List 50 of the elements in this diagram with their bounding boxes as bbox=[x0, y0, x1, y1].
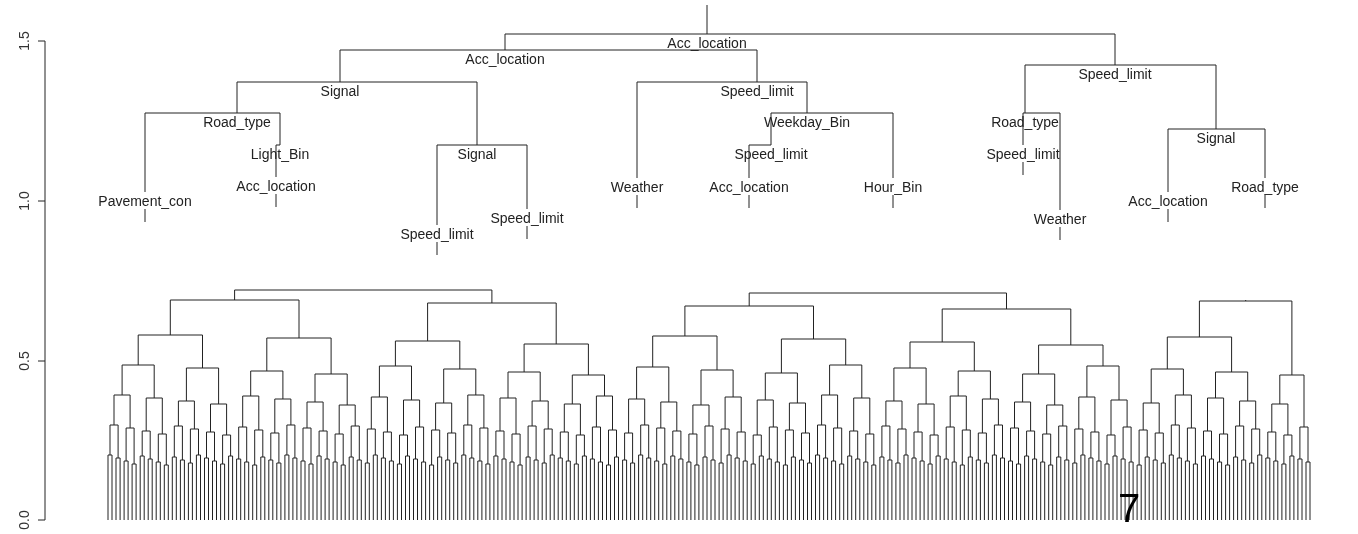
split-label: Light_Bin bbox=[250, 146, 310, 162]
split-label: Road_type bbox=[1231, 179, 1299, 195]
split-label: Speed_limit bbox=[734, 146, 808, 162]
split-label: Speed_limit bbox=[400, 226, 474, 242]
dendrogram-branch bbox=[339, 49, 506, 83]
split-label: Road_type bbox=[203, 114, 271, 130]
dendrogram-branch bbox=[1022, 112, 1026, 146]
split-label: Speed_limit bbox=[1078, 66, 1152, 82]
split-label: Acc_location bbox=[236, 178, 316, 194]
split-label: Weather bbox=[610, 179, 664, 195]
split-label: Hour_Bin bbox=[863, 179, 923, 195]
split-label: Weather bbox=[1033, 211, 1087, 227]
dendrogram-branch bbox=[636, 81, 758, 179]
dendrogram-branch bbox=[236, 81, 341, 114]
split-label: Acc_location bbox=[1128, 193, 1208, 209]
split-label: Weekday_Bin bbox=[763, 114, 851, 130]
dendrogram-branch bbox=[748, 144, 772, 179]
dendrogram-branch bbox=[1114, 64, 1217, 130]
split-label: Acc_location bbox=[667, 35, 747, 51]
dendrogram-branch bbox=[236, 112, 281, 146]
dendrogram-branch bbox=[806, 112, 894, 179]
dendrogram-branch bbox=[756, 81, 808, 114]
split-label: Acc_location bbox=[465, 51, 545, 67]
dendrogram-branch bbox=[1024, 64, 1116, 114]
dendrogram-branch bbox=[770, 112, 808, 146]
split-label: Road_type bbox=[991, 114, 1059, 130]
split-label: Signal bbox=[457, 146, 497, 162]
split-label: Speed_limit bbox=[986, 146, 1060, 162]
dendrogram-branch bbox=[476, 144, 528, 210]
split-label: Pavement_con bbox=[98, 193, 192, 209]
split-label: Signal bbox=[320, 83, 360, 99]
split-label: Speed_limit bbox=[720, 83, 794, 99]
axis-tick-label: 1.5 bbox=[16, 31, 32, 51]
split-label: Speed_limit bbox=[490, 210, 564, 226]
dendrogram-branch bbox=[1024, 112, 1061, 211]
dendrogram-branch bbox=[436, 144, 478, 226]
dendrogram-branch bbox=[1167, 128, 1217, 193]
dendrogram-branch bbox=[144, 112, 238, 193]
axis-tick-label: 0.0 bbox=[16, 510, 32, 530]
split-label: Acc_location bbox=[709, 179, 789, 195]
split-label: Signal bbox=[1196, 130, 1236, 146]
dendrogram-branch bbox=[339, 81, 478, 146]
dendrogram-branch bbox=[1215, 128, 1266, 179]
axis-tick-label: 1.0 bbox=[16, 191, 32, 211]
dendrogram-branch bbox=[706, 33, 1116, 66]
dendrogram-branch bbox=[504, 33, 708, 51]
dendrogram-branch bbox=[275, 144, 281, 178]
axis-tick-label: 0.5 bbox=[16, 351, 32, 371]
dendrogram-branch bbox=[504, 49, 758, 83]
figure-number: 7 bbox=[1118, 488, 1141, 528]
